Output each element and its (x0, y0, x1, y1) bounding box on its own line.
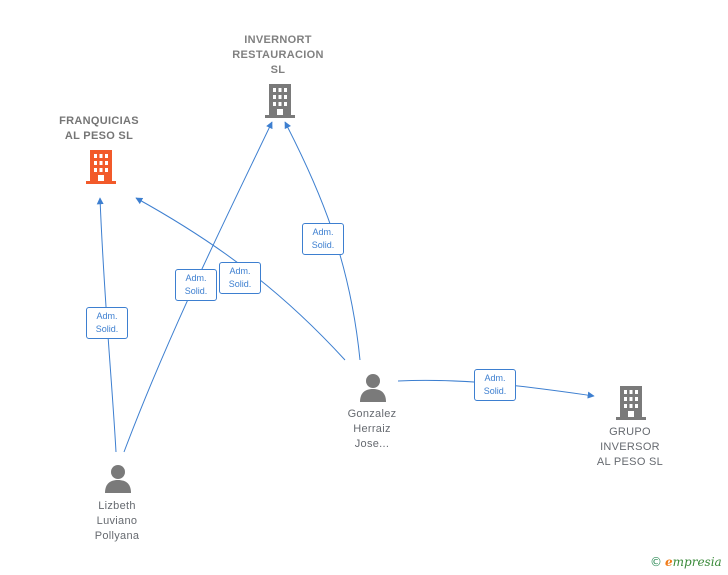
badge-line: Solid. (228, 279, 252, 289)
badge-line: Solid. (95, 324, 119, 334)
label-line: Luviano (96, 515, 138, 527)
badge-line: Adm. (312, 227, 334, 237)
badge-line: Adm. (484, 373, 506, 383)
badge-line: Adm. (185, 273, 207, 283)
building-icon (86, 150, 116, 184)
label-line: Pollyana (94, 530, 140, 542)
edge-badge-gonzalez-grupo[interactable]: Adm. Solid. (474, 369, 516, 401)
badge-line: Solid. (184, 286, 208, 296)
brand-footer[interactable]: ©empresia (650, 555, 722, 569)
brand-initial: e (665, 555, 673, 569)
badge-line: Solid. (483, 386, 507, 396)
badge-line: Adm. (96, 311, 118, 321)
label-line: AL PESO SL (596, 456, 664, 468)
edge-badge-lizbeth-franquicias[interactable]: Adm. Solid. (86, 307, 128, 339)
label-line: SL (270, 64, 286, 76)
label-line: FRANQUICIAS (59, 115, 139, 127)
company-label-invernort[interactable]: INVERNORT RESTAURACION SL (218, 33, 338, 78)
person-label-gonzalez[interactable]: Gonzalez Herraiz Jose... (325, 407, 419, 452)
person-icon (105, 465, 131, 493)
brand-name: mpresia (672, 555, 722, 569)
label-line: RESTAURACION (232, 49, 324, 61)
badge-line: Solid. (311, 240, 335, 250)
label-line: Gonzalez (347, 408, 397, 420)
label-line: Jose... (354, 438, 390, 450)
label-line: Lizbeth (98, 500, 136, 512)
badge-line: Adm. (229, 266, 251, 276)
label-line: INVERNORT (244, 34, 312, 46)
copyright-icon: © (650, 555, 662, 569)
person-icon (360, 374, 386, 402)
label-line: INVERSOR (600, 441, 660, 453)
label-line: GRUPO (609, 426, 651, 438)
label-line: AL PESO SL (64, 130, 134, 142)
building-icon (265, 84, 295, 118)
label-line: Herraiz (353, 423, 391, 435)
edge-badge-gonzalez-invernort[interactable]: Adm. Solid. (302, 223, 344, 255)
edge-badge-lizbeth-invernort[interactable]: Adm. Solid. (175, 269, 217, 301)
company-label-grupo[interactable]: GRUPO INVERSOR AL PESO SL (578, 425, 682, 470)
building-icon (616, 386, 646, 420)
company-label-franquicias[interactable]: FRANQUICIAS AL PESO SL (39, 114, 159, 144)
person-label-lizbeth[interactable]: Lizbeth Luviano Pollyana (70, 499, 164, 544)
edge-badge-gonzalez-franquicias[interactable]: Adm. Solid. (219, 262, 261, 294)
